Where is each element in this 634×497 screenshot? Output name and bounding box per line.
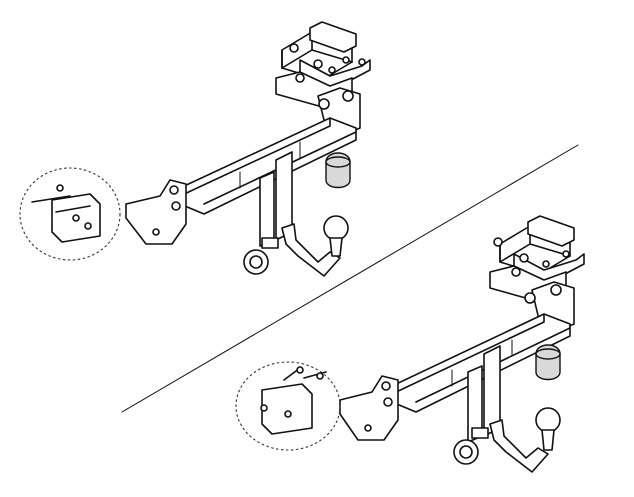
tow-neck xyxy=(489,419,549,473)
bolt xyxy=(550,284,562,296)
bolt xyxy=(342,90,354,102)
bolt xyxy=(328,66,336,74)
socket-plate xyxy=(453,439,479,465)
tow-ball-cap xyxy=(535,344,561,381)
bolt xyxy=(511,267,521,277)
bolt xyxy=(56,184,64,192)
side-plate-left xyxy=(125,179,187,245)
tow-ball xyxy=(535,407,561,433)
bolt xyxy=(296,366,304,374)
socket-bracket xyxy=(471,427,489,439)
bolt xyxy=(260,404,268,412)
bolt xyxy=(381,381,391,391)
bolt xyxy=(289,43,299,53)
bolt xyxy=(542,260,550,268)
bolt xyxy=(519,253,529,263)
side-plate-left xyxy=(339,375,399,441)
hanger-plate xyxy=(259,171,275,247)
bolt xyxy=(171,201,181,211)
bolt xyxy=(342,56,350,64)
socket-plate xyxy=(243,249,269,275)
bolt xyxy=(318,98,330,110)
tow-bar-assembly-bottom xyxy=(235,215,585,473)
bolt xyxy=(313,59,323,69)
detail-callout-left xyxy=(19,167,121,261)
mount-bracket-right xyxy=(275,21,371,109)
bolt xyxy=(316,372,324,380)
bolt xyxy=(364,424,372,432)
tow-ball xyxy=(323,215,349,241)
bolt xyxy=(152,228,160,236)
separator-line xyxy=(121,144,579,413)
bolt xyxy=(295,73,305,83)
tow-bar-assembly-top xyxy=(19,21,371,277)
detail-callout-left xyxy=(235,361,341,451)
socket-bracket xyxy=(261,237,279,249)
bolt xyxy=(493,237,503,247)
bolt xyxy=(524,292,536,304)
bolt xyxy=(358,58,366,66)
bolt xyxy=(169,185,179,195)
bolt xyxy=(284,410,292,418)
bolt xyxy=(84,222,92,230)
bolt xyxy=(562,250,570,258)
tow-ball-cap xyxy=(325,152,351,189)
bolt xyxy=(383,397,393,407)
bolt xyxy=(72,214,80,222)
